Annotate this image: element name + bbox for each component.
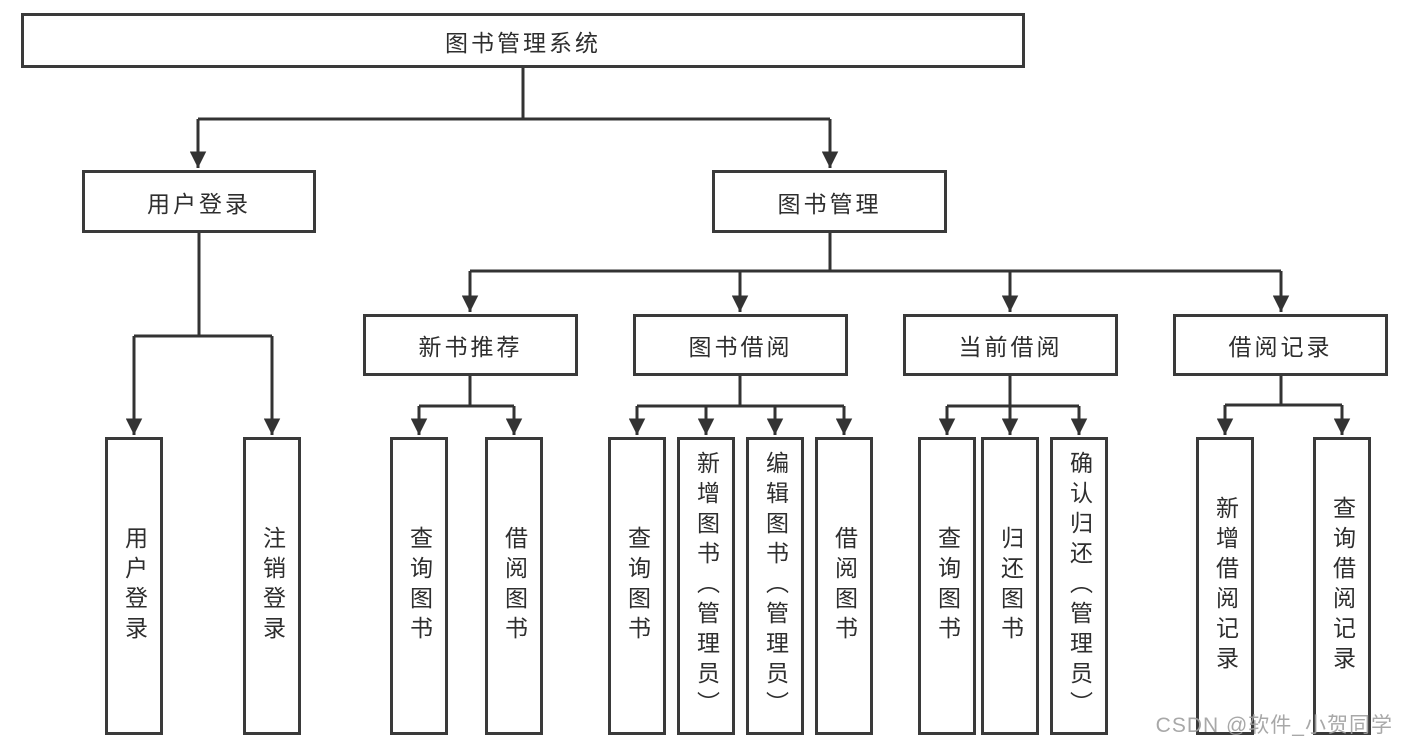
connector-book-borrow-to-leaves <box>628 376 853 435</box>
leaf-add-book-admin: 新增图书（管理员） <box>677 437 735 735</box>
csdn-watermark: CSDN @软件_小贺同学 <box>1155 714 1393 737</box>
connector-borrow-record-to-leaves <box>1216 376 1351 435</box>
node-label: 用户登录 <box>121 526 148 646</box>
leaf-borrow-book-under-recommend: 借阅图书 <box>485 437 543 735</box>
leaf-query-book-under-current: 查询图书 <box>918 437 976 735</box>
leaf-borrow-book-under-borrow: 借阅图书 <box>815 437 873 735</box>
node-label: 图书管理系统 <box>445 29 601 56</box>
node-label: 新增图书（管理员） <box>693 451 720 721</box>
node-label: 查询图书 <box>406 526 433 646</box>
node-label: 确认归还（管理员） <box>1066 451 1093 721</box>
node-label: 新书推荐 <box>418 334 523 360</box>
connector-user-login-to-leaves <box>125 233 281 435</box>
leaf-add-borrow-record: 新增借阅记录 <box>1196 437 1254 735</box>
connector-current-borrow-to-leaves <box>938 376 1088 435</box>
node-label: 查询借阅记录 <box>1329 496 1356 676</box>
node-label: 注销登录 <box>259 526 286 646</box>
node-user-login: 用户登录 <box>82 170 316 233</box>
connector-book-mgmt-to-level3 <box>461 233 1290 312</box>
node-label: 查询图书 <box>934 526 961 646</box>
connector-root-to-level2 <box>189 68 839 168</box>
leaf-query-book-under-borrow: 查询图书 <box>608 437 666 735</box>
node-label: 用户登录 <box>147 190 251 217</box>
leaf-query-book-under-recommend: 查询图书 <box>390 437 448 735</box>
connector-new-book-rec-to-leaves <box>410 376 523 435</box>
leaf-return-book: 归还图书 <box>981 437 1039 735</box>
node-label: 查询图书 <box>624 526 651 646</box>
node-book-management: 图书管理 <box>712 170 947 233</box>
node-label: 归还图书 <box>997 526 1024 646</box>
leaf-confirm-return-admin: 确认归还（管理员） <box>1050 437 1108 735</box>
node-label: 编辑图书（管理员） <box>762 451 789 721</box>
node-label: 借阅图书 <box>831 526 858 646</box>
leaf-edit-book-admin: 编辑图书（管理员） <box>746 437 804 735</box>
leaf-query-borrow-record: 查询借阅记录 <box>1313 437 1371 735</box>
leaf-user-login: 用户登录 <box>105 437 163 735</box>
node-book-borrow: 图书借阅 <box>633 314 848 376</box>
node-borrow-record: 借阅记录 <box>1173 314 1388 376</box>
node-label: 新增借阅记录 <box>1212 496 1239 676</box>
node-label: 图书管理 <box>777 190 882 217</box>
node-label: 借阅图书 <box>501 526 528 646</box>
node-label: 图书借阅 <box>688 334 793 360</box>
node-current-borrow: 当前借阅 <box>903 314 1118 376</box>
leaf-logout-login: 注销登录 <box>243 437 301 735</box>
node-label: 借阅记录 <box>1228 334 1333 360</box>
node-library-management-system: 图书管理系统 <box>21 13 1025 68</box>
node-label: 当前借阅 <box>958 334 1063 360</box>
node-new-book-recommend: 新书推荐 <box>363 314 578 376</box>
